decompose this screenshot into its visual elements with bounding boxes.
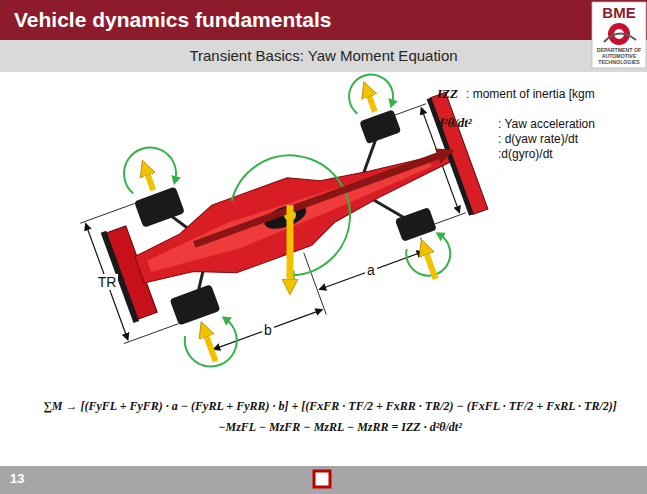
car-illustration (63, 45, 506, 393)
dimension-label: TR (96, 274, 119, 290)
symbol-label: d²θ/dt² (437, 116, 472, 131)
symbol-label: IZZ (437, 87, 458, 102)
definition-text: :d(gyro)/dt (498, 148, 553, 162)
footer-icon (314, 471, 330, 487)
logo-box: BME DEPARTMENT OF AUTOMOTIVE TECHNOLOGIES (592, 2, 646, 68)
slide-title: Vehicle dynamics fundamentals (14, 8, 331, 32)
definition-text: : moment of inertia [kgm (466, 88, 595, 102)
equation-line: ∑M → [(FyFL + FyFR) · a − (FyRL + FyRR) … (43, 400, 617, 414)
subtitle-band (0, 40, 647, 72)
definition-text: : d(yaw rate)/dt (498, 133, 578, 147)
logo-panel (592, 2, 646, 68)
dimension-label: b (262, 322, 274, 338)
footer-bar (0, 466, 647, 494)
subtitle-text: Transient Basics: Yaw Moment Equation (189, 47, 457, 64)
logo-swoosh (604, 33, 636, 42)
definition-text: : Yaw acceleration (498, 118, 595, 132)
equation-line: −MzFL − MzFR − MzRL − MzRR = IZZ · d²θ/d… (218, 421, 462, 435)
subtitle-band: Transient Basics: Yaw Moment Equation (0, 40, 647, 72)
logo-letters: BME (602, 4, 635, 21)
header-bar (0, 0, 647, 40)
dimension-label: a (365, 262, 377, 278)
page-number: 13 (10, 472, 24, 487)
lateral-force-arrow (287, 205, 294, 285)
logo-department: DEPARTMENT OF AUTOMOTIVE TECHNOLOGIES (594, 48, 644, 66)
